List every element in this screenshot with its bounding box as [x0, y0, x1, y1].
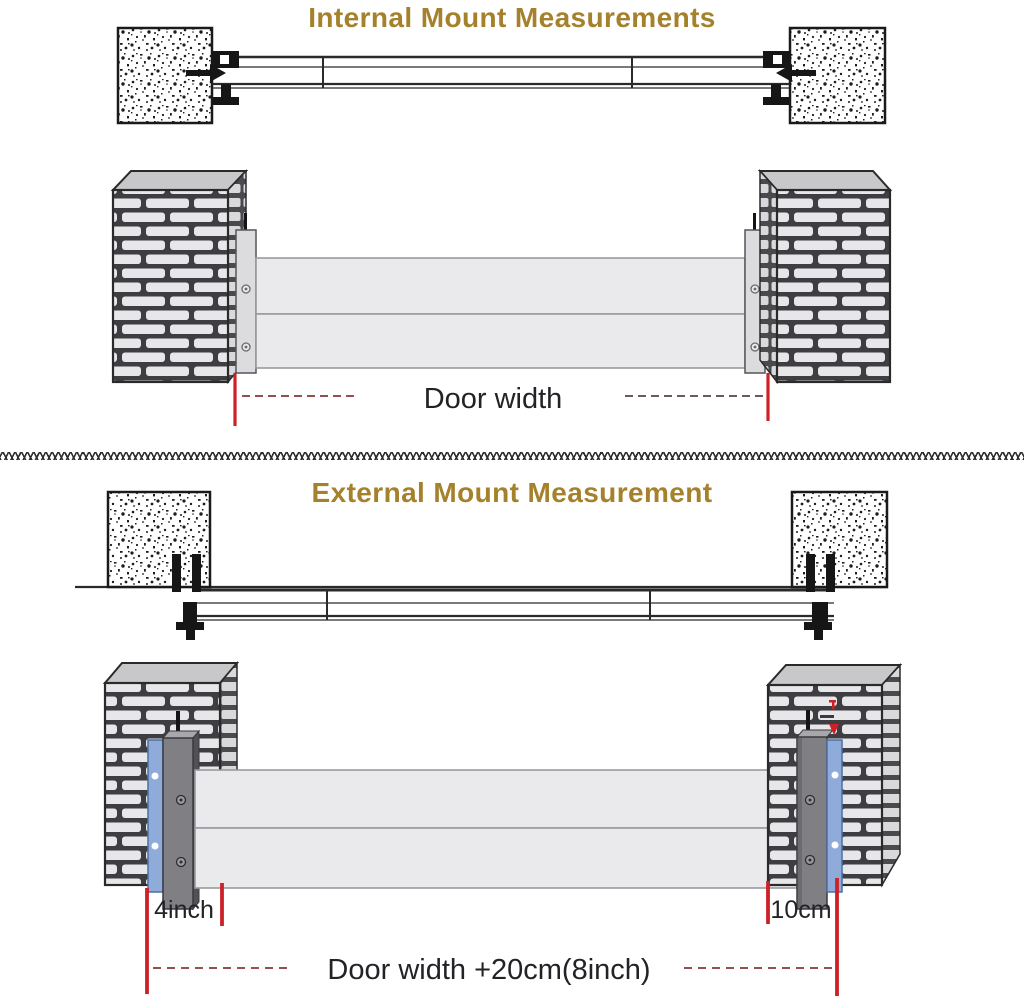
barrier-panels: [194, 769, 798, 889]
barrier-bar-plan: [196, 588, 834, 621]
mount-plate-left: [147, 739, 164, 893]
internal-top-view: [116, 26, 887, 125]
wall-bracket-left-plan: [186, 51, 239, 105]
left-offset-label: 4inch: [154, 896, 214, 924]
internal-section-title: Internal Mount Measurements: [308, 2, 716, 33]
door-width-label: Door width: [424, 383, 563, 415]
internal-mount-diagram: Door width: [110, 26, 893, 426]
down-arrow-icon: [829, 724, 839, 735]
barrier-panels: [255, 257, 746, 369]
external-mount-diagram: 4inch 10cm Door width +20cm(8inch): [75, 490, 903, 996]
internal-front-view: Door width: [110, 169, 893, 426]
anchor-pin-icon: [244, 213, 247, 230]
external-front-view: 4inch 10cm Door width +20cm(8inch): [102, 660, 903, 996]
door-width-plus-label: Door width +20cm(8inch): [327, 954, 650, 986]
wall-bracket-left-plan: [172, 554, 204, 640]
wall-bracket-right-plan: [804, 554, 835, 640]
anchor-pin-icon: [176, 711, 180, 738]
barrier-bar-plan: [212, 55, 790, 89]
plate-pointer-marks: [820, 700, 839, 735]
barrier-panel-bottom: [255, 313, 746, 369]
barrier-panel-top: [194, 769, 798, 829]
wall-bracket-right-plan: [763, 51, 816, 105]
mount-channel-left: [161, 711, 201, 911]
right-offset-label: 10cm: [770, 896, 831, 924]
mount-plate-right: [826, 739, 843, 893]
anchor-pin-icon: [753, 213, 756, 230]
barrier-panel-top: [255, 257, 746, 315]
brick-pillar-right: [757, 169, 893, 385]
brick-pillar-left: [110, 169, 249, 385]
barrier-panel-bottom: [194, 827, 798, 889]
external-section-title: External Mount Measurement: [311, 477, 713, 508]
anchor-pin-icon: [806, 710, 810, 734]
external-top-view: [75, 490, 889, 640]
mount-channel-left: [235, 213, 257, 374]
section-divider: [0, 452, 1024, 460]
